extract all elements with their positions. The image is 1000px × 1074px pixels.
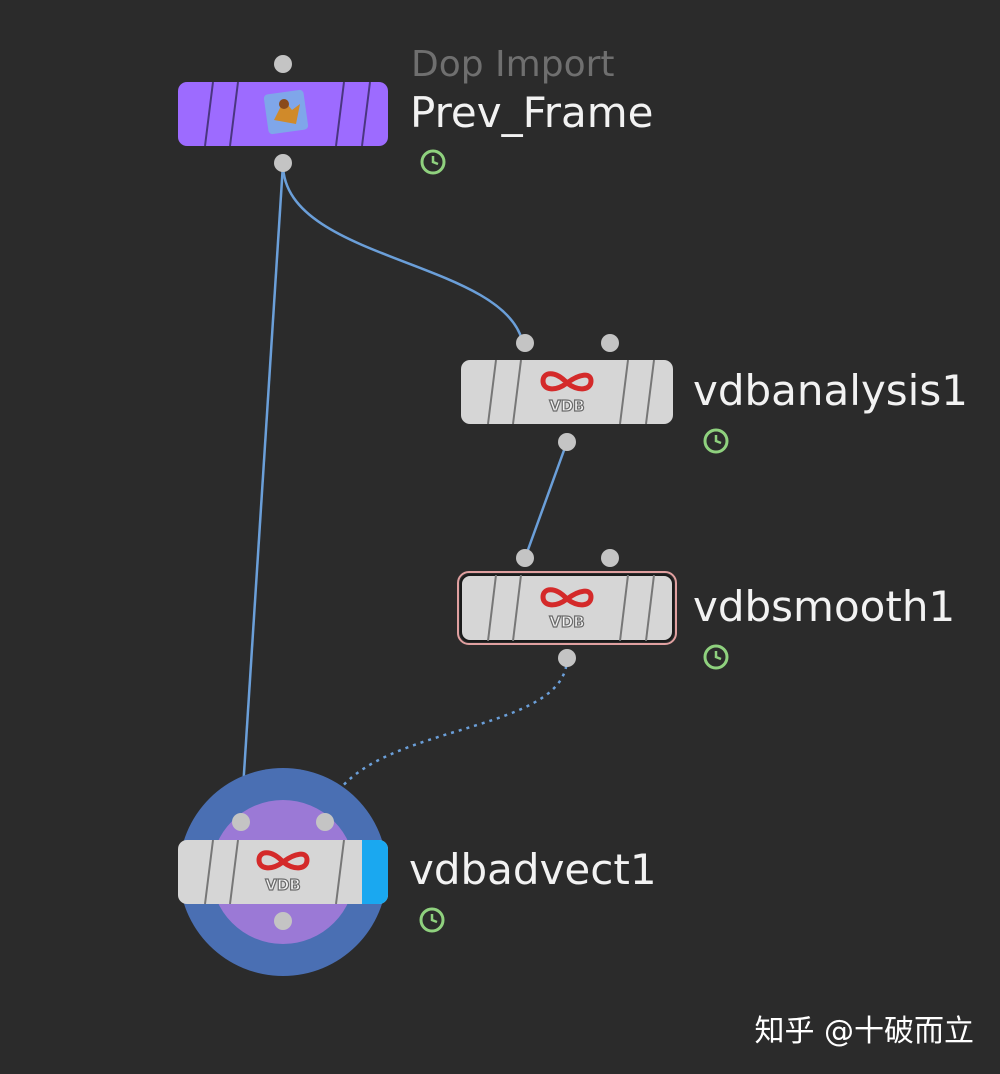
svg-text:VDB: VDB bbox=[549, 613, 585, 631]
clock-icon bbox=[420, 149, 446, 175]
node-vdbsmooth1[interactable]: VDB bbox=[457, 549, 677, 667]
input-connector-2[interactable] bbox=[316, 813, 334, 831]
output-connector[interactable] bbox=[274, 912, 292, 930]
node-name-vdbanalysis1[interactable]: vdbanalysis1 bbox=[693, 366, 968, 415]
vdb-icon: VDB bbox=[256, 850, 310, 895]
output-connector[interactable] bbox=[274, 154, 292, 172]
output-connector[interactable] bbox=[558, 433, 576, 451]
svg-text:VDB: VDB bbox=[265, 876, 301, 894]
input-connector-1[interactable] bbox=[516, 334, 534, 352]
wire-vdbanalysis1-to-vdbsmooth1[interactable] bbox=[523, 441, 569, 559]
node-name-vdbadvect1[interactable]: vdbadvect1 bbox=[409, 845, 657, 894]
selection-outline bbox=[457, 571, 677, 645]
node-vdbadvect1[interactable]: VDB bbox=[178, 768, 388, 976]
input-connector-1[interactable] bbox=[232, 813, 250, 831]
watermark: 知乎 @十破而立 bbox=[754, 1014, 974, 1049]
input-connector-2[interactable] bbox=[601, 549, 619, 567]
input-connector-1[interactable] bbox=[516, 549, 534, 567]
node-vdbanalysis1[interactable]: VDB bbox=[461, 334, 673, 451]
node-prev-frame[interactable] bbox=[178, 55, 388, 172]
node-name-vdbsmooth1[interactable]: vdbsmooth1 bbox=[693, 582, 956, 631]
vdb-icon: VDB bbox=[540, 371, 594, 416]
dop-import-icon bbox=[263, 89, 309, 135]
output-connector[interactable] bbox=[558, 649, 576, 667]
input-connector-2[interactable] bbox=[601, 334, 619, 352]
input-connector[interactable] bbox=[274, 55, 292, 73]
vdb-icon: VDB bbox=[540, 587, 594, 632]
display-flag[interactable] bbox=[362, 840, 388, 904]
wire-prev-frame-to-vdbanalysis1[interactable] bbox=[281, 163, 524, 341]
clock-icon bbox=[703, 644, 729, 670]
clock-icon bbox=[419, 907, 445, 933]
node-name-prev-frame[interactable]: Prev_Frame bbox=[410, 88, 654, 137]
node-type-label: Dop Import bbox=[411, 44, 615, 85]
wire-prev-frame-to-vdbadvect1[interactable] bbox=[239, 163, 285, 821]
svg-text:VDB: VDB bbox=[549, 397, 585, 415]
clock-icon bbox=[703, 428, 729, 454]
wire-vdbsmooth1-to-vdbadvect1[interactable] bbox=[323, 657, 569, 821]
